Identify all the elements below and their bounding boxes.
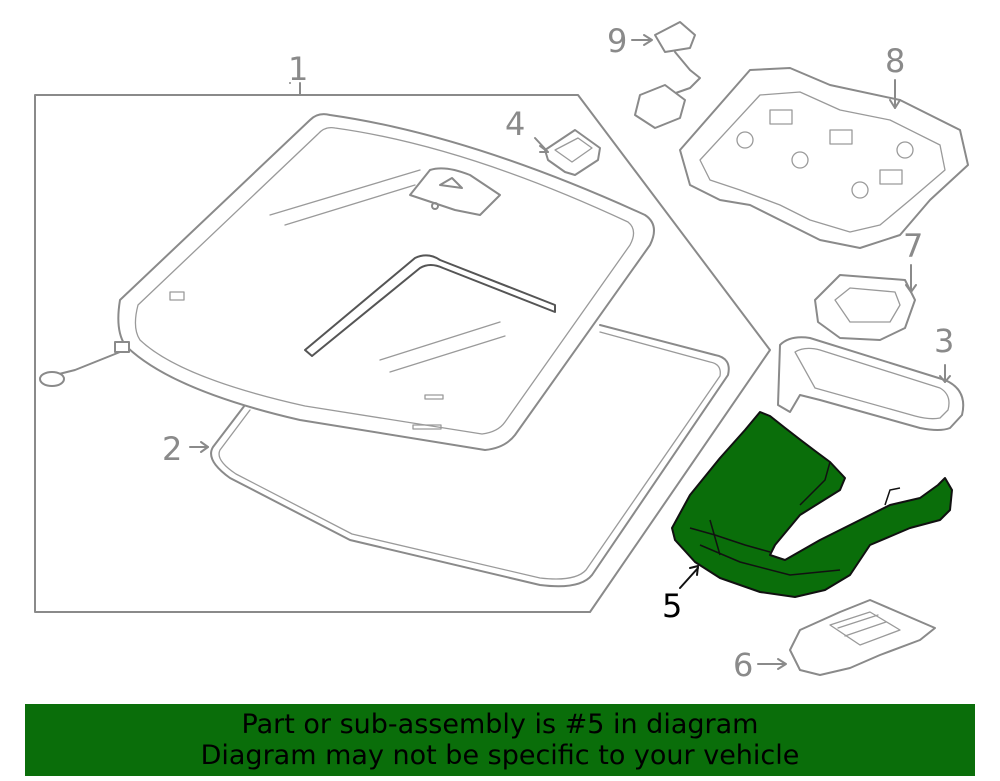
banner-line-1: Part or sub-assembly is #5 in diagram [241, 709, 759, 740]
part-8-bracket [679, 67, 969, 249]
part-6-trim [757, 599, 936, 676]
part-4-clip [534, 129, 601, 176]
callout-2: 2 [162, 430, 182, 468]
callout-5: 5 [662, 587, 682, 625]
part-9-harness [631, 21, 701, 129]
callout-6: 6 [733, 646, 753, 684]
part-7-housing [814, 264, 917, 341]
banner-line-2: Diagram may not be specific to your vehi… [200, 740, 800, 771]
callout-7: 7 [903, 227, 923, 265]
callout-1: 1 [288, 50, 308, 88]
part-1-frame [34, 82, 771, 613]
part-2-molding [189, 324, 730, 588]
callout-8: 8 [885, 42, 905, 80]
callout-4: 4 [505, 105, 525, 143]
part-3-bezel [777, 336, 965, 431]
callout-9: 9 [607, 22, 627, 60]
info-banner: Part or sub-assembly is #5 in diagram Di… [25, 704, 975, 776]
part-1-windshield [39, 82, 655, 451]
callout-3: 3 [934, 322, 954, 360]
part-5-console-cover [671, 411, 953, 598]
